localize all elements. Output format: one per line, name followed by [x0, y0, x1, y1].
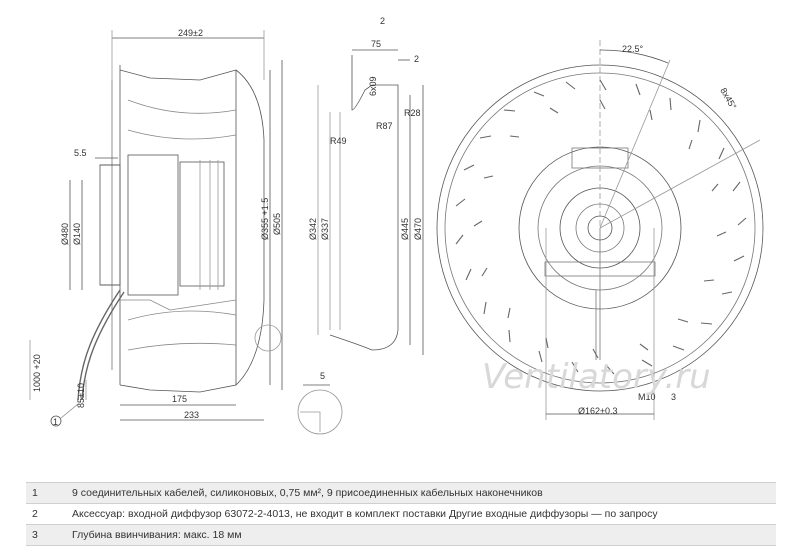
dim-5: 5	[320, 371, 325, 381]
dim-175: 175	[172, 394, 187, 404]
note-number: 1	[32, 487, 38, 499]
front-view	[436, 40, 764, 420]
dim-75: 75	[371, 39, 381, 49]
dim-337: Ø337	[320, 218, 330, 240]
dim-249: 249±2	[178, 28, 203, 38]
dim-5-5: 5.5	[74, 148, 87, 158]
note-text: Глубина ввинчивания: макс. 18 мм	[72, 529, 242, 541]
dim-342: Ø342	[308, 218, 318, 240]
note-row: 1 9 соединительных кабелей, силиконовых,…	[26, 483, 776, 504]
dim-r87: R87	[376, 121, 393, 131]
dim-r49: R49	[330, 136, 347, 146]
dim-140: Ø140	[72, 223, 82, 245]
note-text: Аксессуар: входной диффузор 63072-2-4013…	[72, 508, 658, 520]
side-view	[29, 30, 283, 427]
callout-1: 1	[53, 417, 58, 427]
note-number: 2	[32, 508, 38, 520]
callout-3: 3	[671, 392, 676, 402]
note-text: 9 соединительных кабелей, силиконовых, 0…	[72, 487, 543, 499]
dim-8x45: 8x45°	[718, 86, 738, 111]
dim-355: Ø355 +1.5	[260, 198, 270, 240]
dim-233: 233	[184, 410, 199, 420]
dim-85: 85±10	[76, 383, 86, 408]
dim-22-5: 22.5°	[622, 44, 644, 54]
dim-480: Ø480	[60, 223, 70, 245]
inlet-view	[297, 49, 424, 435]
dim-r28: R28	[404, 108, 421, 118]
dim-2-top: 2	[380, 16, 385, 26]
dim-m10: M10	[638, 392, 656, 402]
watermark: Ventilatory.ru	[482, 357, 711, 397]
dim-445: Ø445	[400, 218, 410, 240]
dim-1000: 1000 +20	[32, 354, 42, 392]
dim-505: Ø505	[272, 213, 282, 235]
dim-470: Ø470	[413, 218, 423, 240]
dim-6x09: 6x09	[368, 76, 378, 96]
note-number: 3	[32, 529, 38, 541]
dim-2-right: 2	[414, 54, 419, 64]
dim-162: Ø162±0.3	[578, 406, 617, 416]
technical-drawing: 249±2 2 75 2 6x09 R28 R87 R49 5.5 Ø480 Ø…	[29, 16, 764, 435]
notes-table: 1 9 соединительных кабелей, силиконовых,…	[26, 482, 776, 546]
dimension-labels: 249±2 2 75 2 6x09 R28 R87 R49 5.5 Ø480 Ø…	[32, 16, 739, 427]
note-row: 3 Глубина ввинчивания: макс. 18 мм	[26, 525, 776, 546]
impeller-blades	[455, 79, 747, 375]
note-row: 2 Аксессуар: входной диффузор 63072-2-40…	[26, 504, 776, 525]
